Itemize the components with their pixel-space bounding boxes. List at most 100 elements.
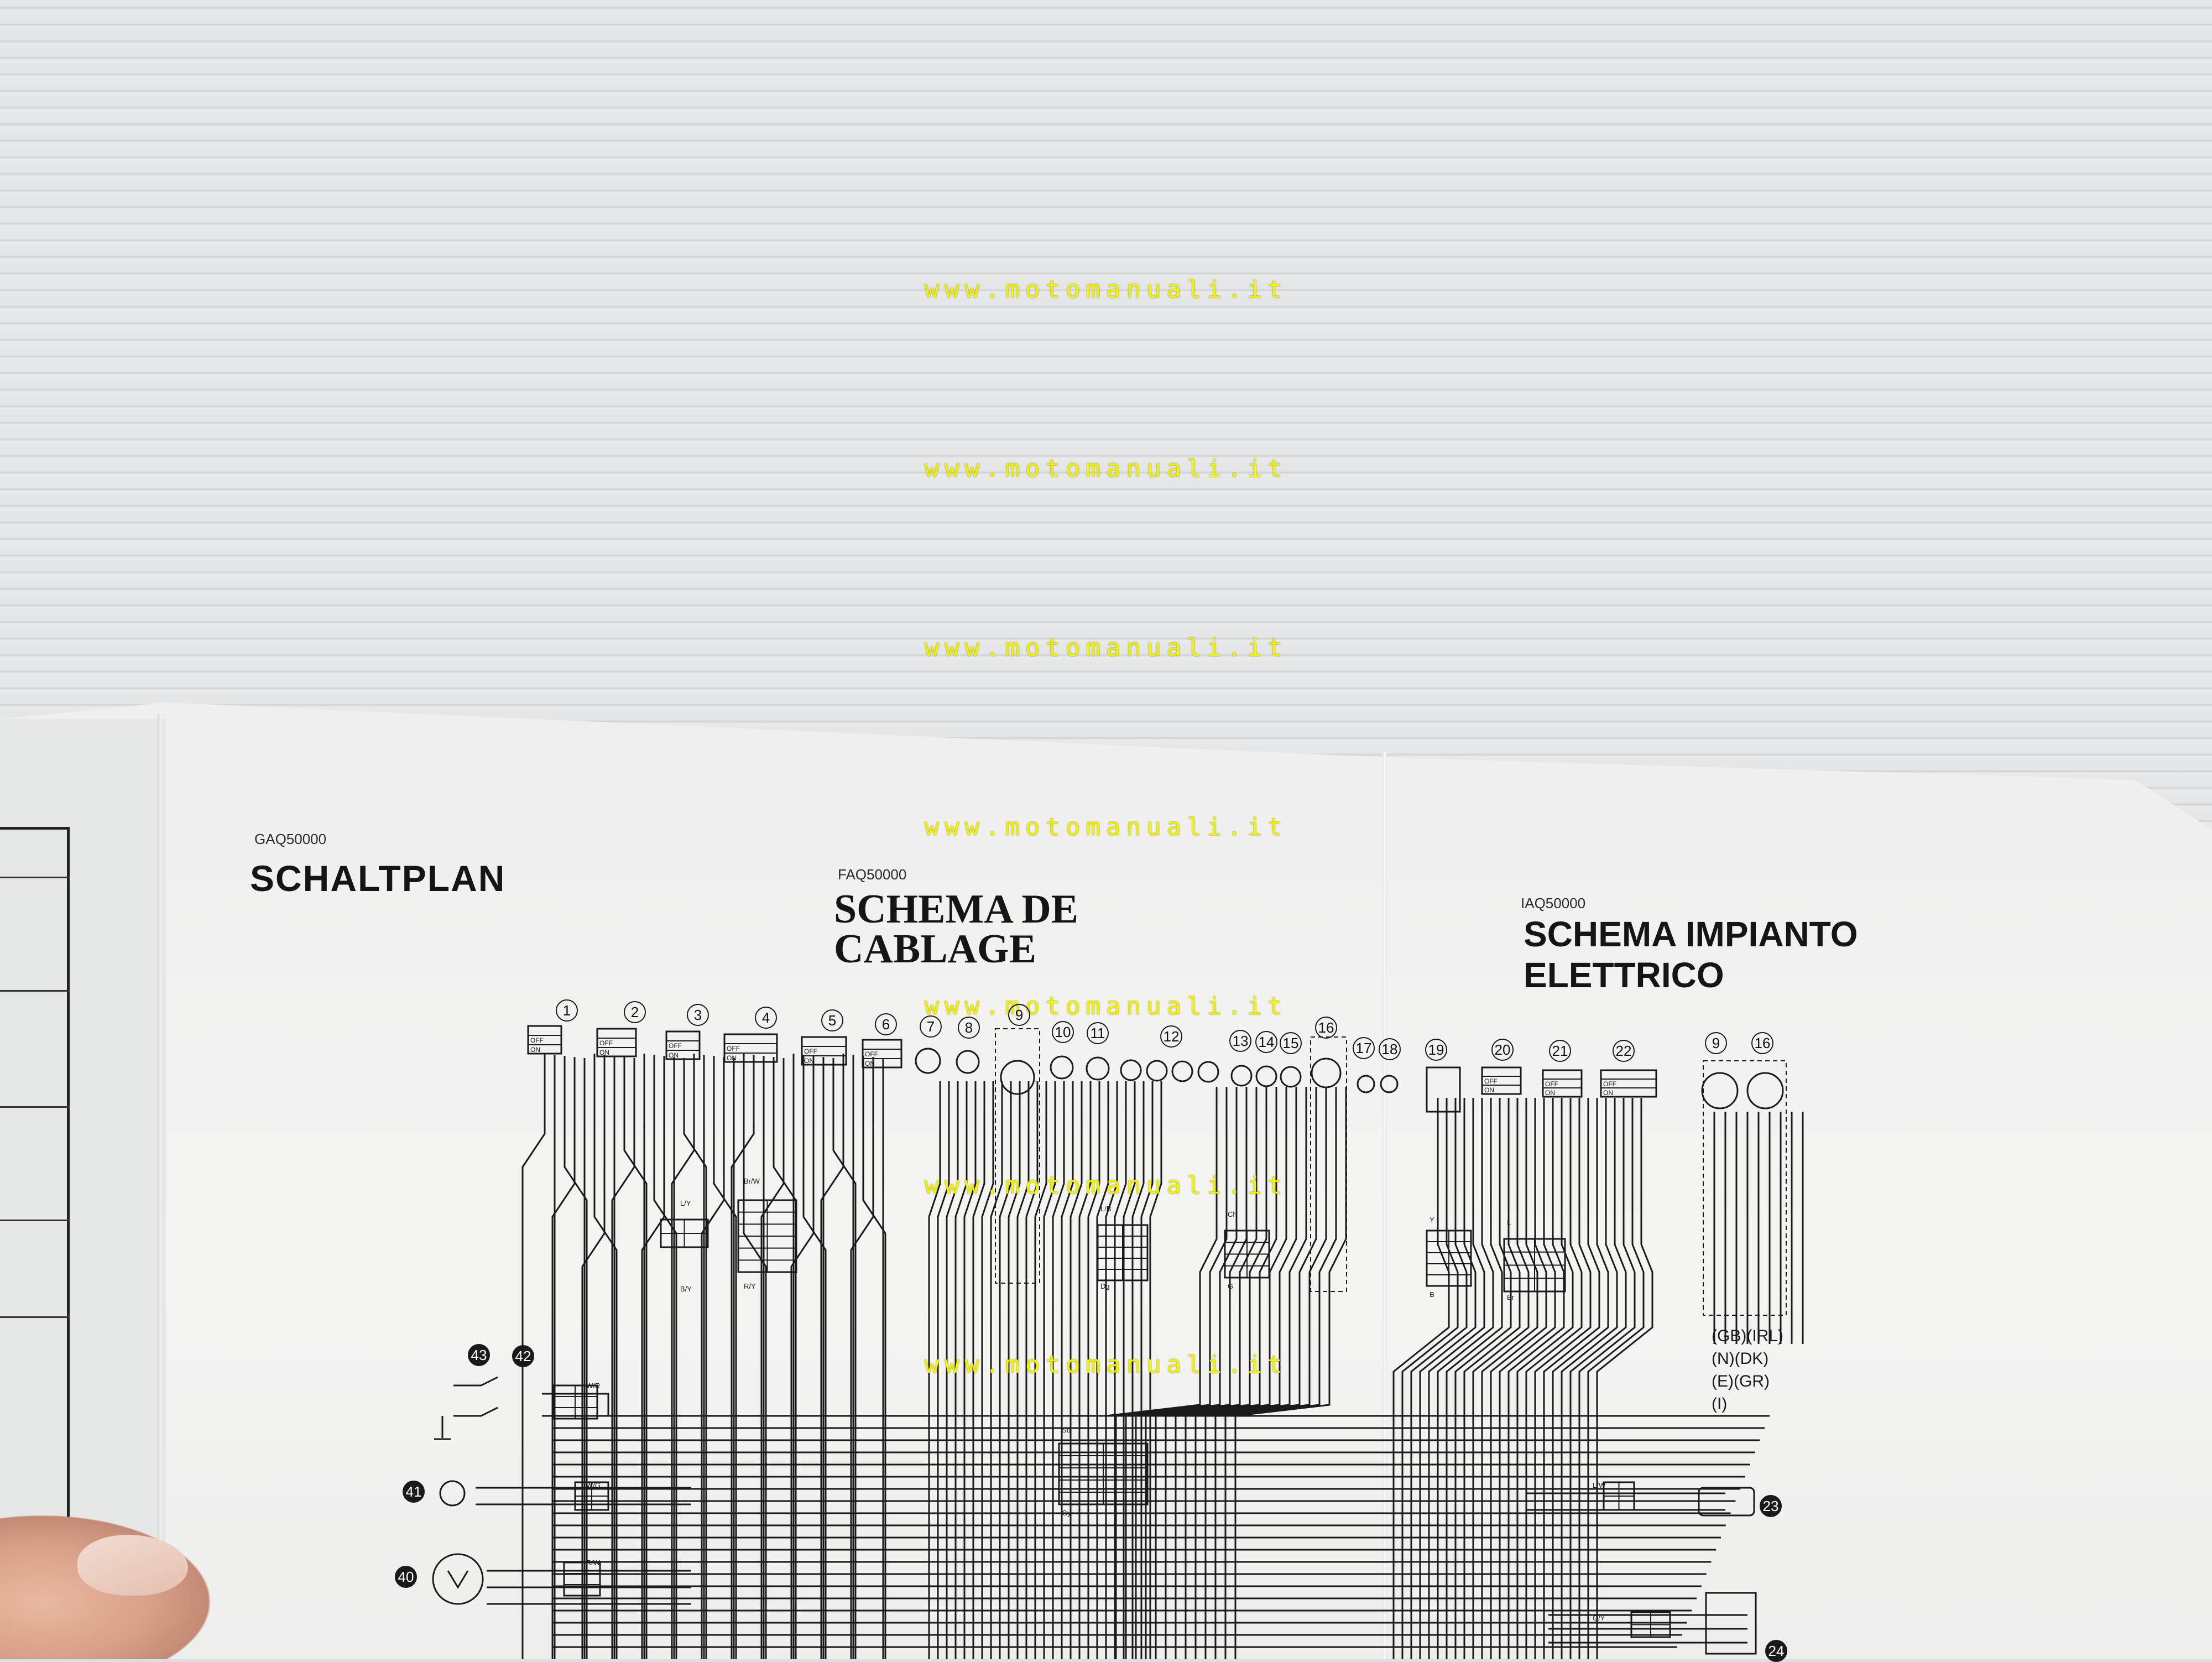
wire: [972, 1081, 985, 1659]
wire: [1087, 1081, 1100, 1659]
title-german: SCHALTPLAN: [250, 858, 506, 899]
table-row: [0, 1106, 70, 1108]
wire: [1194, 1087, 1307, 1659]
connector-block: [660, 1218, 709, 1248]
title-french-line1: SCHEMA DE: [834, 887, 1079, 932]
wire: [1552, 1098, 1609, 1659]
connector-block: [737, 1199, 797, 1273]
region-code: (GB)(IRL): [1712, 1327, 1783, 1345]
wire: [1204, 1087, 1317, 1659]
component-number: 6: [875, 1013, 897, 1035]
wire-code-label: Sb: [1062, 1426, 1071, 1434]
connector-block: [563, 1561, 601, 1597]
wire: [1096, 1081, 1109, 1659]
wire: [564, 1056, 588, 1659]
wire: [1472, 1098, 1530, 1659]
component-number: 41: [403, 1481, 425, 1503]
title-italian-line2: ELETTRICO: [1524, 955, 1724, 995]
switch-state-label: ON: [804, 1057, 814, 1065]
wire: [1140, 1081, 1154, 1659]
generator-coil: [447, 1570, 469, 1589]
region-code: (N)(DK): [1712, 1350, 1769, 1368]
wire: [1525, 1098, 1583, 1659]
wire: [743, 1054, 767, 1659]
wire-code-label: L/Y: [680, 1199, 691, 1207]
wire: [862, 1056, 886, 1659]
switch-state-label: ON: [669, 1051, 679, 1059]
wire: [1446, 1098, 1503, 1659]
component-number: 22: [1613, 1040, 1635, 1062]
cardboard-background: [0, 0, 2212, 830]
wire: [802, 1055, 827, 1659]
wire: [581, 1055, 606, 1659]
bulb-symbol: [1230, 1065, 1253, 1087]
wire: [713, 1056, 737, 1659]
switch-state-label: OFF: [530, 1036, 544, 1044]
bulb-symbol: [1197, 1061, 1219, 1083]
bulb-symbol: [1000, 1060, 1035, 1095]
switch-state-label: OFF: [599, 1039, 613, 1047]
arrow-symbol: [453, 1406, 498, 1417]
component-number: 43: [468, 1344, 490, 1366]
switch-table-frame: [723, 1033, 778, 1063]
wire: [1061, 1081, 1074, 1659]
wire-code-label: G/Y: [1593, 1614, 1605, 1622]
wire: [760, 1058, 785, 1659]
horn-symbol: [439, 1480, 466, 1507]
wire: [1016, 1081, 1030, 1659]
wire: [1490, 1098, 1547, 1659]
generator-symbol: [432, 1553, 484, 1605]
component-number: 16: [1751, 1032, 1773, 1054]
switch-state-label: OFF: [1484, 1077, 1498, 1085]
wire: [593, 1054, 618, 1659]
section-code-german: GAQ50000: [254, 831, 327, 847]
switch-state-label: OFF: [1603, 1080, 1616, 1088]
wire: [1392, 1098, 1450, 1659]
watermark: www.motomanuali.it: [924, 1171, 1288, 1200]
wire: [683, 1058, 707, 1659]
wire: [551, 1057, 576, 1659]
wire: [773, 1057, 797, 1659]
wire: [1125, 1087, 1238, 1659]
switch-tables: OFFONOFFONOFFONOFFONOFFONOFFONOFFONOFFON…: [527, 1025, 1657, 1113]
arrow-symbol: [453, 1376, 498, 1387]
wire: [1165, 1087, 1277, 1659]
wire: [1428, 1098, 1485, 1659]
wire: [1401, 1098, 1459, 1659]
switch-table-frame: [1426, 1066, 1461, 1113]
bulb-symbol: [1280, 1066, 1302, 1088]
dashed-enclosure: [1703, 1060, 1787, 1316]
table-row: [0, 1220, 70, 1221]
bulb-symbol: [1380, 1075, 1399, 1093]
component-number: 21: [1549, 1040, 1571, 1062]
connector-block: [1426, 1229, 1472, 1287]
wire: [1561, 1098, 1618, 1659]
table-row: [0, 877, 70, 878]
component-number: 19: [1425, 1039, 1447, 1061]
component-number: 7: [920, 1015, 942, 1038]
wire-code-labels: L/YB/YBr/WR/YL/BDgChGYBLBrSbGyW/RW/GR/WL…: [586, 1177, 1606, 1622]
wire: [1135, 1087, 1248, 1659]
component-number: 13: [1229, 1030, 1251, 1052]
switch-state-label: ON: [1484, 1086, 1494, 1094]
switch-state-label: OFF: [865, 1050, 878, 1058]
region-code: (I): [1712, 1395, 1728, 1413]
component-number: 14: [1255, 1031, 1277, 1053]
page-fold-right: [1383, 752, 1387, 1659]
wire: [1507, 1098, 1565, 1659]
wire: [928, 1081, 941, 1659]
wire: [937, 1081, 950, 1659]
switch-state-label: ON: [1603, 1089, 1613, 1097]
watermark: www.motomanuali.it: [924, 634, 1288, 662]
table-row: [0, 1316, 70, 1318]
component-number: 42: [512, 1345, 534, 1367]
switch-table-frame: [862, 1039, 902, 1069]
component-number: 9: [1008, 1004, 1030, 1026]
